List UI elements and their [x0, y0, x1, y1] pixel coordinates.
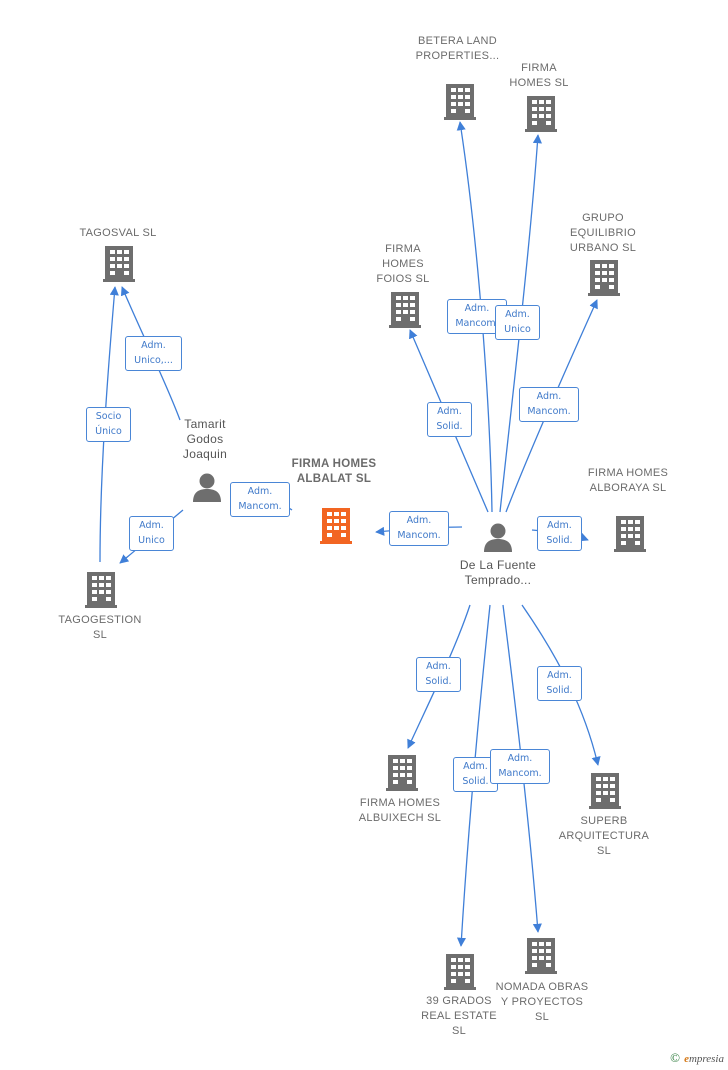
betera-building-icon[interactable] — [444, 84, 476, 120]
node-label-tagogestion[interactable]: TAGOGESTION SL — [58, 614, 142, 641]
node-label-alboraya[interactable]: FIRMA HOMES ALBORAYA SL — [587, 467, 669, 494]
node-label-nomada[interactable]: NOMADA OBRAS Y PROYECTOS SL — [495, 981, 589, 1023]
tamarit-person-icon[interactable] — [193, 473, 221, 503]
grupo-building-icon[interactable] — [588, 260, 620, 296]
brand-initial: e — [684, 1053, 689, 1065]
relation-label[interactable]: Socio Único — [86, 407, 131, 442]
albalat-building-icon[interactable] — [320, 508, 352, 544]
relation-label[interactable]: Adm. Solid. — [537, 666, 582, 701]
firma-homes-building-icon[interactable] — [525, 96, 557, 132]
relation-label[interactable]: Adm. Solid. — [537, 516, 582, 551]
relation-label[interactable]: Adm. Solid. — [427, 402, 472, 437]
empresia-watermark: ©empresia — [670, 1050, 724, 1066]
relation-label[interactable]: Adm. Solid. — [416, 657, 461, 692]
relation-label[interactable]: Adm. Mancom. — [519, 387, 579, 422]
nomada-building-icon[interactable] — [525, 938, 557, 974]
grados-building-icon[interactable] — [444, 954, 476, 990]
delafuente-person-icon[interactable] — [484, 523, 512, 553]
relation-label[interactable]: Adm. Mancom. — [490, 749, 550, 784]
copyright-icon: © — [670, 1050, 681, 1065]
node-label-grupo[interactable]: GRUPO EQUILIBRIO URBANO SL — [569, 212, 637, 254]
alboraya-building-icon[interactable] — [614, 516, 646, 552]
node-label-albalat[interactable]: FIRMA HOMES ALBALAT SL — [291, 458, 377, 485]
brand-name: mpresia — [688, 1053, 724, 1065]
node-label-foios[interactable]: FIRMA HOMES FOIOS SL — [376, 243, 430, 285]
relation-label[interactable]: Adm. Mancom. — [389, 511, 449, 546]
relation-label[interactable]: Adm. Unico — [129, 516, 174, 551]
node-label-delafuente[interactable]: De La Fuente Temprado... — [459, 558, 537, 587]
node-label-tamarit[interactable]: Tamarit Godos Joaquin — [182, 417, 228, 461]
relation-label[interactable]: Adm. Unico — [495, 305, 540, 340]
albuixech-building-icon[interactable] — [386, 755, 418, 791]
node-label-betera[interactable]: BETERA LAND PROPERTIES... — [415, 35, 500, 62]
node-label-grados[interactable]: 39 GRADOS REAL ESTATE SL — [421, 995, 497, 1037]
superb-building-icon[interactable] — [589, 773, 621, 809]
relation-label[interactable]: Adm. Unico,... — [125, 336, 182, 371]
tagosval-building-icon[interactable] — [103, 246, 135, 282]
node-label-albuixech[interactable]: FIRMA HOMES ALBUIXECH SL — [358, 797, 442, 824]
foios-building-icon[interactable] — [389, 292, 421, 328]
tagogestion-building-icon[interactable] — [85, 572, 117, 608]
node-label-superb[interactable]: SUPERB ARQUITECTURA SL — [558, 815, 650, 857]
node-label-firma-homes[interactable]: FIRMA HOMES SL — [509, 62, 569, 89]
relation-label[interactable]: Adm. Mancom. — [230, 482, 290, 517]
node-label-tagosval[interactable]: TAGOSVAL SL — [79, 227, 157, 239]
